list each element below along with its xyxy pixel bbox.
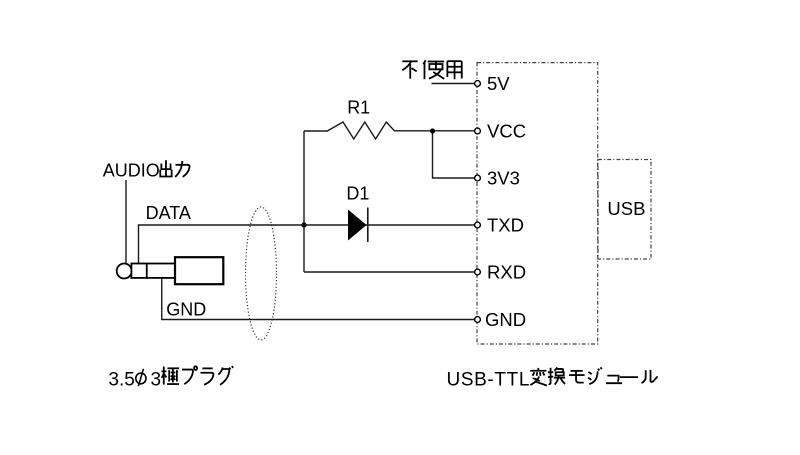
svg-text:RXD: RXD bbox=[487, 262, 526, 283]
svg-text:TXD: TXD bbox=[487, 215, 524, 236]
svg-text:GND: GND bbox=[166, 299, 206, 319]
svg-text:3: 3 bbox=[151, 369, 162, 390]
svg-text:USB: USB bbox=[607, 198, 645, 219]
svg-text:AUDIO: AUDIO bbox=[103, 160, 160, 180]
svg-text:GND: GND bbox=[485, 309, 526, 330]
svg-text:3.5: 3.5 bbox=[108, 369, 134, 390]
svg-text:3V3: 3V3 bbox=[487, 168, 520, 189]
svg-text:USB-TTL: USB-TTL bbox=[447, 369, 531, 390]
svg-text:VCC: VCC bbox=[487, 121, 526, 142]
svg-text:DATA: DATA bbox=[146, 203, 191, 223]
svg-text:D1: D1 bbox=[346, 183, 369, 203]
svg-text:R1: R1 bbox=[347, 98, 370, 118]
svg-text:5V: 5V bbox=[487, 73, 510, 94]
